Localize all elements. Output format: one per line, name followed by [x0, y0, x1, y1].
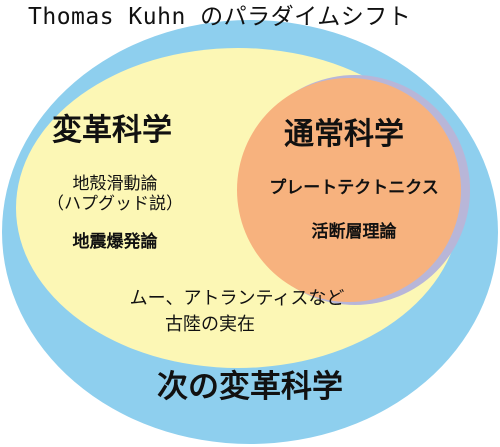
rev-item-hapgood-theory: （ハプグッド説） — [47, 194, 183, 214]
next-revolutionary-science-label: 次の変革科学 — [157, 369, 343, 405]
revolutionary-science-label: 変革科学 — [52, 113, 172, 148]
rev-item-earthquake-explosion: 地震爆発論 — [72, 232, 158, 252]
normal-science-circle — [237, 78, 461, 302]
rev-item-crustal-displacement: 地殻滑動論 — [72, 174, 158, 194]
normal-science-label: 通常科学 — [284, 117, 404, 152]
normal-item-plate-tectonics: プレートテクトニクス — [269, 178, 439, 198]
diagram-title: Thomas Kuhn のパラダイムシフト — [28, 4, 412, 30]
bottom-item-mu-atlantis: ムー、アトランティスなど — [129, 288, 345, 309]
normal-item-active-fault: 活断層理論 — [311, 222, 397, 242]
bottom-item-ancient-continent: 古陸の実在 — [165, 314, 255, 335]
